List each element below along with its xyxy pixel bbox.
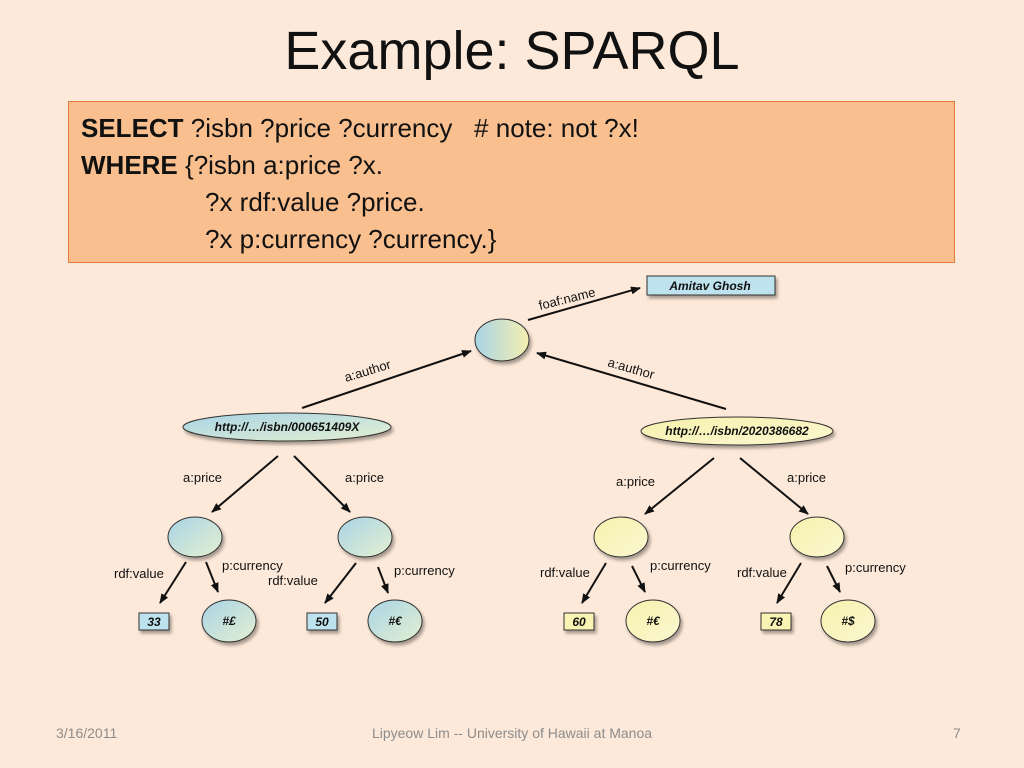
isbn-1-text: http://…/isbn/000651409X: [215, 420, 361, 434]
label-pcurrency-1: p:currency: [222, 558, 283, 573]
currency-1-text: #£: [222, 614, 236, 628]
label-price-4: a:price: [787, 470, 826, 485]
currency-3-text: #€: [646, 614, 661, 628]
value-2-text: 50: [315, 615, 329, 629]
edge-rdfvalue-3: [581, 562, 607, 604]
edge-author-2: [536, 351, 727, 410]
edge-pcurrency-1: [205, 561, 219, 593]
sparql-query-box: SELECT ?isbn ?price ?currency # note: no…: [68, 101, 955, 263]
label-rdfvalue-3: rdf:value: [540, 565, 590, 580]
isbn-node-2: [640, 416, 834, 446]
currency-2-text: #€: [388, 614, 403, 628]
value-literal-2: [306, 612, 338, 631]
label-rdfvalue-2: rdf:value: [268, 573, 318, 588]
label-price-1: a:price: [183, 470, 222, 485]
footer-author: Lipyeow Lim -- University of Hawaii at M…: [371, 725, 653, 741]
isbn-2-text: http://…/isbn/2020386682: [665, 424, 809, 438]
currency-node-4: [820, 599, 876, 643]
author-name-text: Amitav Ghosh: [668, 279, 750, 293]
price-blank-node-3: [593, 516, 649, 558]
label-rdfvalue-4: rdf:value: [737, 565, 787, 580]
edge-pcurrency-4: [826, 565, 841, 593]
slide-title: Example: SPARQL: [284, 21, 740, 81]
author-blank-node: [474, 318, 530, 362]
edge-rdfvalue-2: [324, 562, 357, 604]
select-keyword: SELECT: [81, 113, 184, 143]
edge-rdfvalue-4: [776, 562, 802, 604]
query-line-select: SELECT ?isbn ?price ?currency # note: no…: [81, 110, 954, 147]
where-keyword: WHERE: [81, 150, 178, 180]
footer-date: 3/16/2011: [56, 725, 118, 741]
query-line-where: WHERE {?isbn a:price ?x.: [81, 147, 954, 184]
value-literal-4: [760, 612, 792, 631]
label-rdfvalue-1: rdf:value: [114, 566, 164, 581]
value-literal-1: [138, 612, 170, 631]
edge-author-1: [301, 350, 472, 409]
edge-price-3: [644, 457, 715, 515]
edge-price-2: [293, 455, 351, 513]
edge-rdfvalue-1: [159, 561, 187, 604]
select-clause: ?isbn ?price ?currency # note: not ?x!: [183, 113, 639, 143]
price-blank-node-1: [167, 516, 223, 558]
label-pcurrency-2: p:currency: [394, 563, 455, 578]
query-line-3: ?x rdf:value ?price.: [205, 187, 425, 217]
label-author-2: a:author: [606, 354, 657, 382]
price-blank-node-2: [337, 516, 393, 558]
label-pcurrency-3: p:currency: [650, 558, 711, 573]
label-pcurrency-4: p:currency: [845, 560, 906, 575]
currency-4-text: #$: [841, 614, 855, 628]
value-literal-3: [563, 612, 595, 631]
edge-foaf-name: [527, 286, 641, 321]
price-blank-node-4: [789, 516, 845, 558]
query-line-4: ?x p:currency ?currency.}: [205, 224, 497, 254]
edge-pcurrency-2: [377, 566, 389, 594]
value-1-text: 33: [147, 615, 161, 629]
isbn-node-1: [182, 412, 392, 442]
author-name-node: [646, 275, 776, 296]
label-price-3: a:price: [616, 474, 655, 489]
label-price-2: a:price: [345, 470, 384, 485]
edge-price-4: [739, 457, 809, 515]
value-4-text: 78: [769, 615, 783, 629]
currency-node-3: [625, 599, 681, 643]
currency-node-2: [367, 599, 423, 643]
edge-pcurrency-3: [631, 565, 646, 593]
edge-price-1: [211, 455, 279, 513]
page-number: 7: [953, 725, 961, 741]
currency-node-1: [201, 599, 257, 643]
where-clause: {?isbn a:price ?x.: [177, 150, 384, 180]
value-3-text: 60: [572, 615, 586, 629]
